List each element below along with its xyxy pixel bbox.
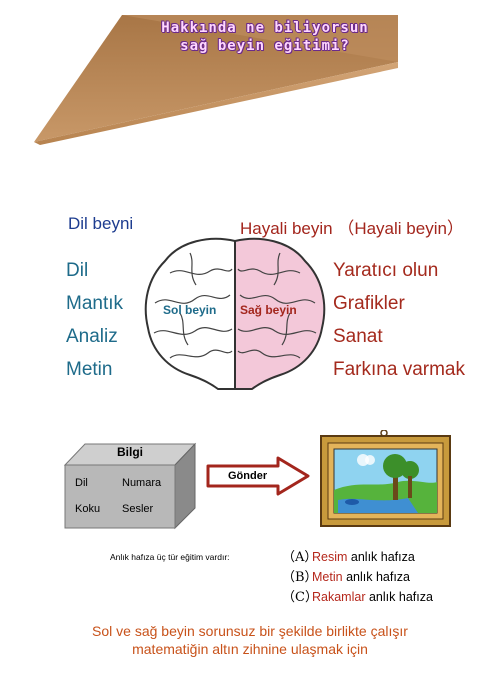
memory-letter-c: （C） <box>282 590 318 605</box>
banner-plank <box>34 15 398 145</box>
right-item-graphics: Grafikler <box>333 293 405 314</box>
info-item-sounds: Sesler <box>122 503 154 515</box>
banner-title-line-1: Hakkında ne biliyorsun <box>161 20 369 36</box>
info-box-title: Bilgi <box>117 445 143 459</box>
memory-text-text: anlık hafıza <box>346 570 410 584</box>
right-item-awareness: Farkına varmak <box>333 359 465 380</box>
framed-landscape-picture <box>320 430 451 527</box>
left-item-language: Dil <box>66 260 89 281</box>
memory-letter-b: （B） <box>282 570 318 585</box>
brain-illustration <box>144 237 326 390</box>
bottom-message-line-1: Sol ve sağ beyin sorunsuz bir şekilde bi… <box>92 623 408 639</box>
info-box <box>63 442 197 530</box>
memory-key-numbers: Rakamlar <box>312 590 366 604</box>
right-item-art: Sanat <box>333 326 383 347</box>
memory-text-numbers: anlık hafıza <box>368 590 433 604</box>
left-brain-label: Sol beyin <box>163 303 217 317</box>
info-item-number: Numara <box>122 477 162 489</box>
right-item-creative: Yaratıcı olun <box>333 260 439 281</box>
left-item-analysis: Analiz <box>66 326 118 347</box>
left-item-text: Metin <box>66 359 113 380</box>
memory-row-text: （B）Metin anlık hafıza <box>282 566 410 585</box>
memory-row-numbers: （C）Rakamlar anlık hafıza <box>282 586 433 605</box>
send-arrow <box>206 456 310 496</box>
left-item-logic: Mantık <box>66 293 124 314</box>
memory-letter-a: （A） <box>282 550 318 565</box>
memory-row-picture: （A）Resim anlık hafıza <box>282 546 415 565</box>
left-brain-header: Dil beyni <box>68 214 134 233</box>
right-brain-label: Sağ beyin <box>240 303 297 317</box>
info-item-language: Dil <box>75 477 88 489</box>
memory-key-text: Metin <box>312 570 343 584</box>
info-item-smell: Koku <box>75 503 101 515</box>
send-arrow-label: Gönder <box>228 470 268 482</box>
memory-key-picture: Resim <box>312 550 348 564</box>
bottom-message-line-2: matematiğin altın zihnine ulaşmak için <box>132 641 368 657</box>
memory-text-picture: anlık hafıza <box>350 550 415 564</box>
memory-intro: Anlık hafıza üç tür eğitim vardır: <box>110 552 230 562</box>
right-brain-header: Hayali beyin （Hayali beyin） <box>240 219 464 238</box>
banner-title-line-2: sağ beyin eğitimi? <box>180 38 350 54</box>
